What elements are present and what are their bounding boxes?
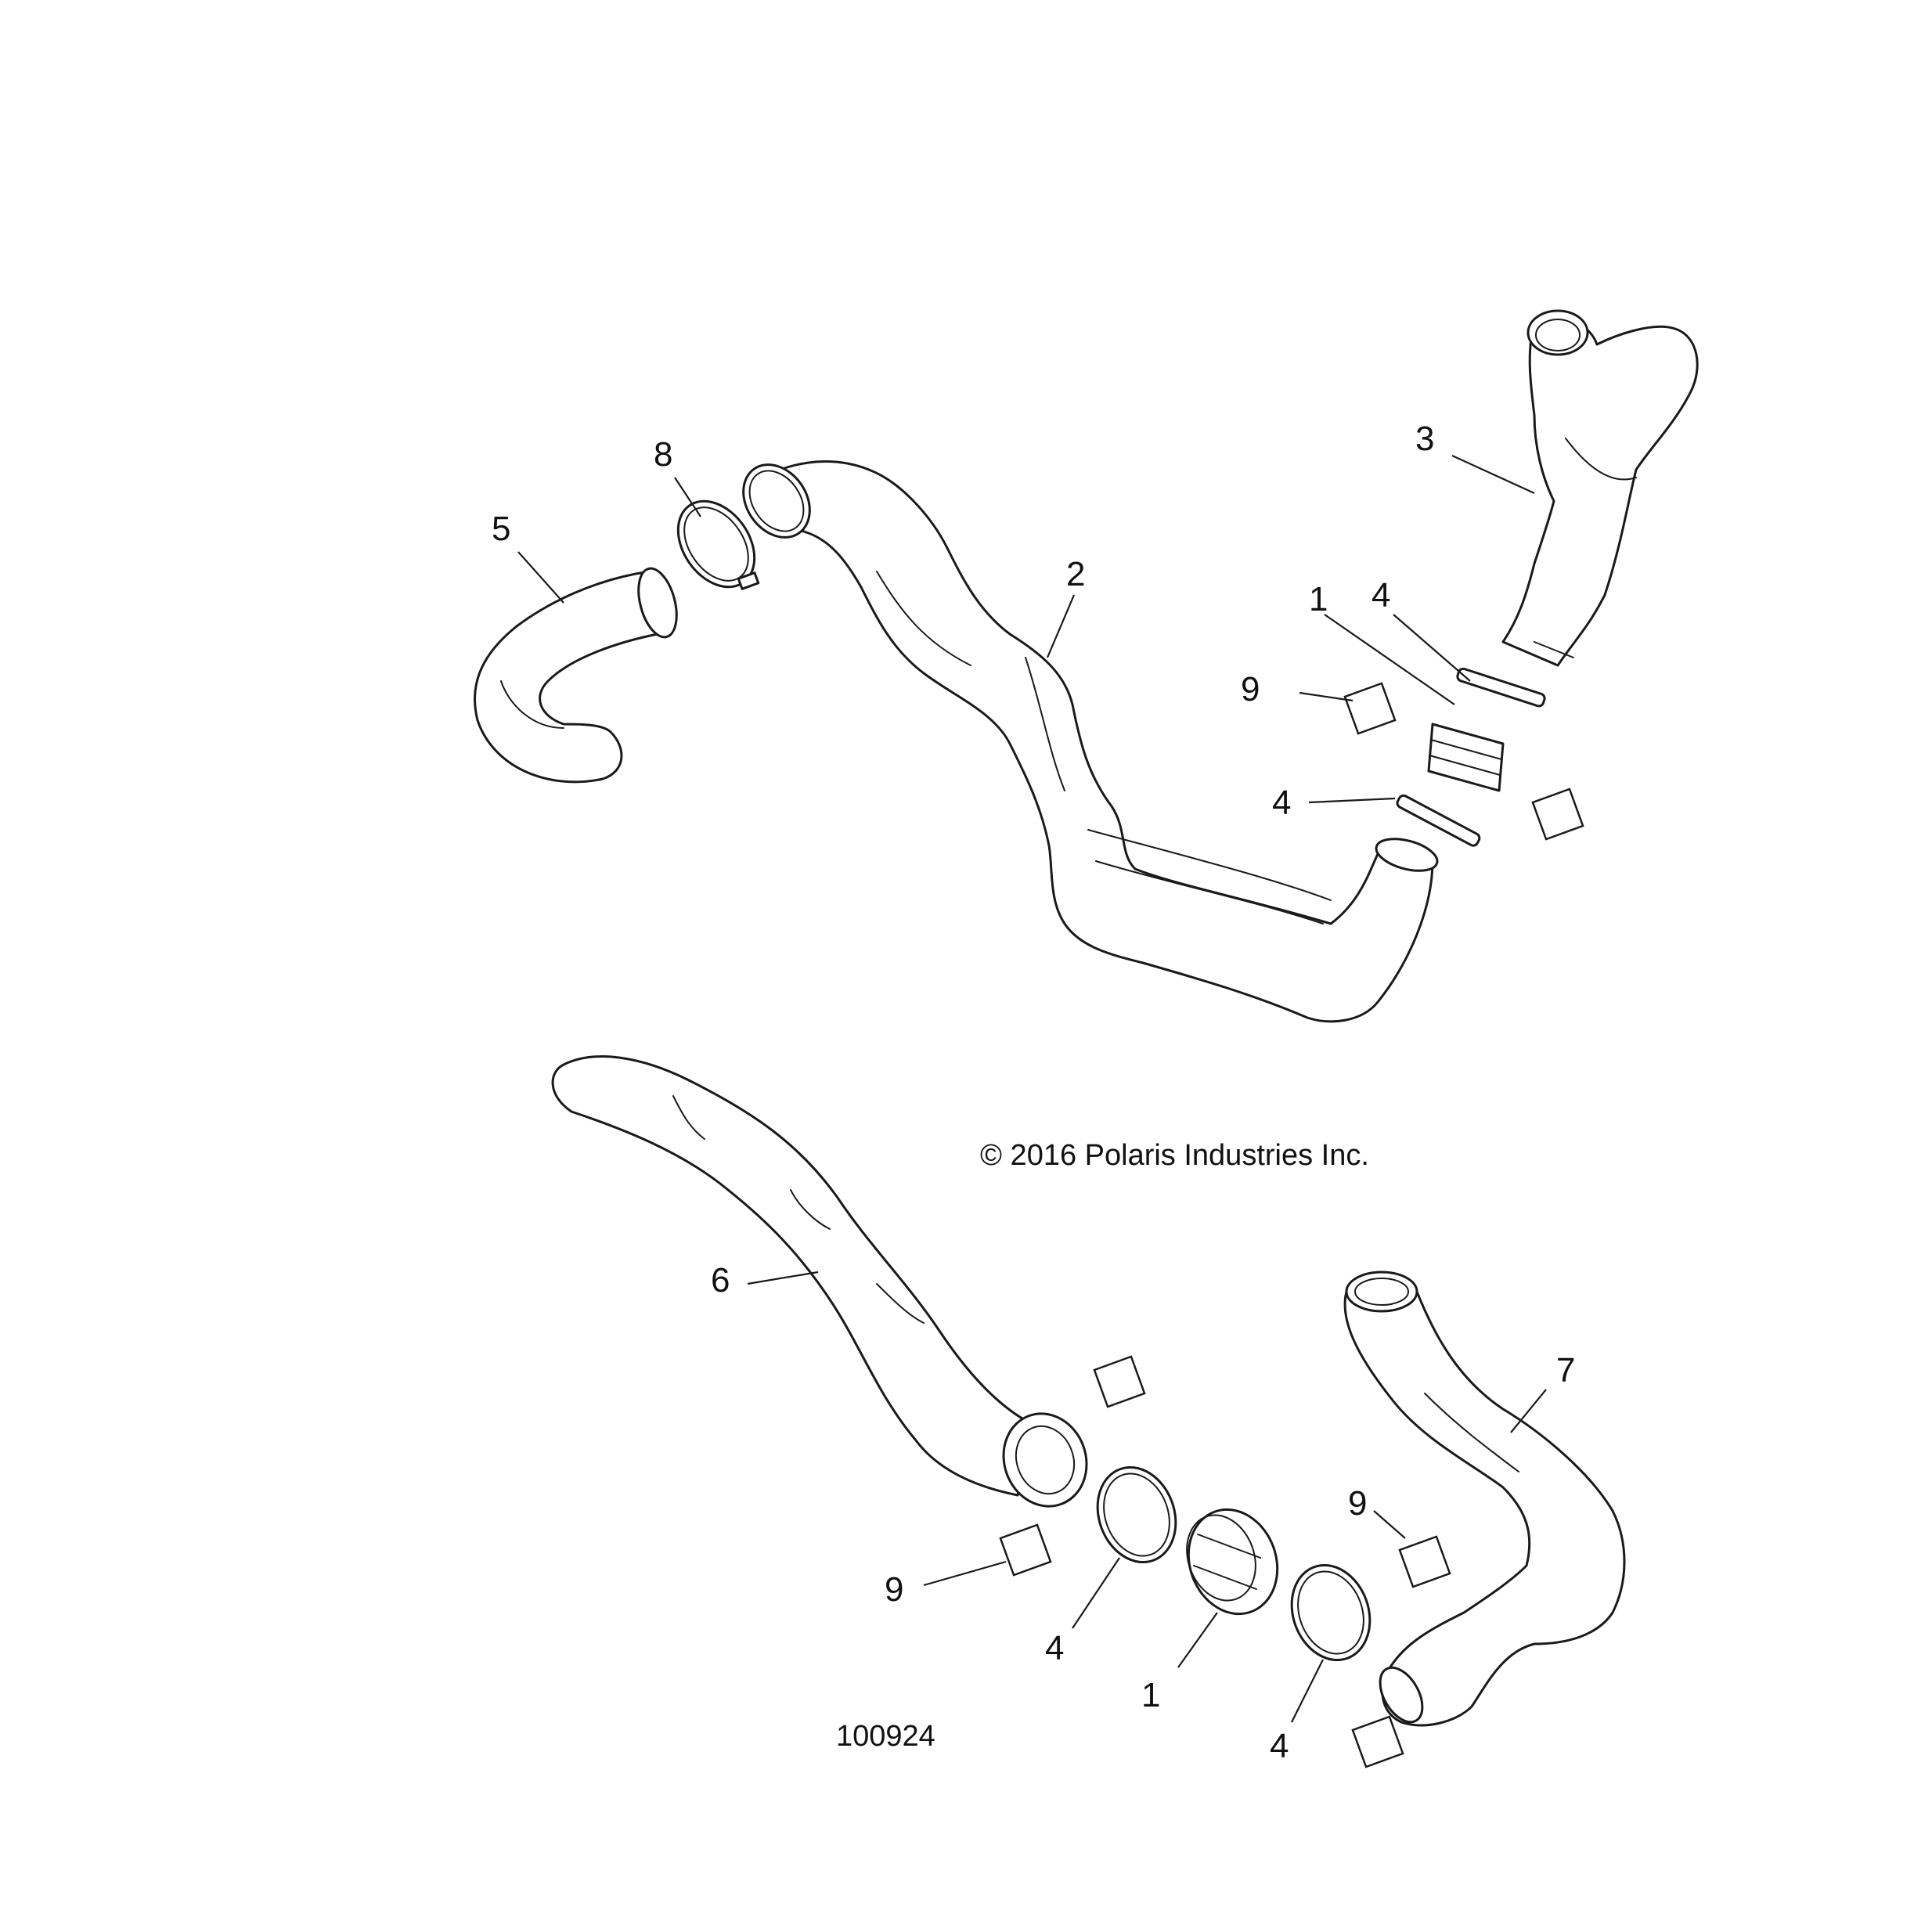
callout-9-lower-right: 9 (1348, 1484, 1367, 1523)
callout-2: 2 (1066, 555, 1085, 593)
callout-4-top: 4 (1372, 576, 1390, 615)
callout-6: 6 (711, 1261, 730, 1299)
label-9-lower-d (1351, 1715, 1404, 1768)
duct-2 (742, 460, 1439, 1023)
callout-9-top: 9 (1241, 670, 1260, 708)
callout-5: 5 (492, 510, 510, 548)
callout-7: 7 (1556, 1351, 1575, 1390)
callout-4-lower-right: 4 (1270, 1727, 1289, 1765)
elbow-3 (1501, 309, 1699, 667)
callout-1-top: 1 (1309, 580, 1328, 618)
clamp-4-lower-right (1290, 1563, 1372, 1662)
clamp-8 (676, 499, 760, 590)
label-9-lower-a (1093, 1355, 1146, 1408)
clamp-4-lower-left (1096, 1465, 1177, 1564)
strap-4-mid (1396, 794, 1481, 847)
coupler-1-top (1427, 723, 1505, 792)
figure-number: 100924 (836, 1720, 935, 1753)
callout-1-lower: 1 (1141, 1676, 1160, 1714)
callout-8: 8 (654, 435, 672, 474)
label-9-lower-b (999, 1523, 1052, 1577)
hose-6 (551, 1055, 1088, 1508)
hose-5 (474, 567, 678, 784)
callout-9-lower-left: 9 (885, 1570, 903, 1609)
leader-lines (517, 454, 1547, 1723)
label-9-lower-c (1398, 1535, 1451, 1588)
coupler-1-lower (1186, 1508, 1279, 1616)
callout-3: 3 (1415, 420, 1434, 458)
hose-7 (1343, 1271, 1626, 1727)
label-9-top-left (1343, 682, 1397, 735)
strap-4-top (1456, 667, 1546, 708)
copyright-notice: © 2016 Polaris Industries Inc. (980, 1139, 1369, 1172)
label-9-top-right (1531, 788, 1584, 841)
callout-4-mid: 4 (1272, 784, 1291, 822)
callout-4-lower-left: 4 (1045, 1629, 1064, 1667)
